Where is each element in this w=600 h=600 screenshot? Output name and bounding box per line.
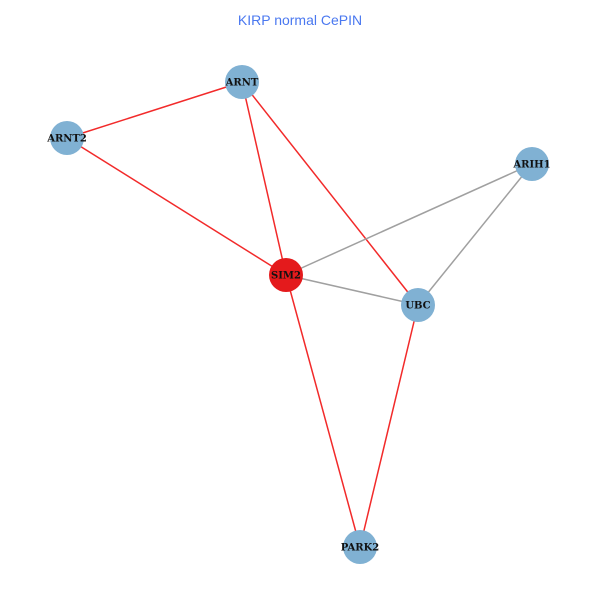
node-arnt2[interactable]: ARNT2 [46, 121, 87, 155]
edge-arnt-sim2 [241, 81, 287, 276]
node-circle[interactable] [225, 65, 259, 99]
node-label: UBC [405, 301, 430, 312]
node-circle[interactable] [343, 530, 377, 564]
node-label: ARIH1 [512, 160, 550, 171]
node-circle[interactable] [401, 288, 435, 322]
node-circle[interactable] [50, 121, 84, 155]
edges-layer [66, 81, 533, 548]
edge-sim2-ubc [285, 274, 419, 306]
node-circle[interactable] [269, 258, 303, 292]
node-ubc[interactable]: UBC [401, 288, 435, 322]
edge-arnt-arnt2 [66, 81, 243, 139]
node-label: PARK2 [341, 543, 380, 554]
node-label: ARNT [225, 78, 259, 89]
graph-title: KIRP normal CePIN [237, 12, 363, 28]
edge-sim2-park2 [285, 274, 361, 548]
node-arih1[interactable]: ARIH1 [512, 147, 551, 181]
node-park2[interactable]: PARK2 [341, 530, 380, 564]
node-sim2[interactable]: SIM2 [269, 258, 303, 292]
edge-arih1-ubc [417, 163, 533, 306]
node-label: ARNT2 [46, 134, 87, 145]
node-circle[interactable] [515, 147, 549, 181]
edge-arnt2-sim2 [66, 137, 287, 276]
node-label: SIM2 [271, 271, 301, 282]
edge-ubc-park2 [359, 304, 419, 548]
node-arnt[interactable]: ARNT [225, 65, 259, 99]
edge-sim2-arih1 [285, 163, 533, 276]
edge-arnt-ubc [241, 81, 419, 306]
